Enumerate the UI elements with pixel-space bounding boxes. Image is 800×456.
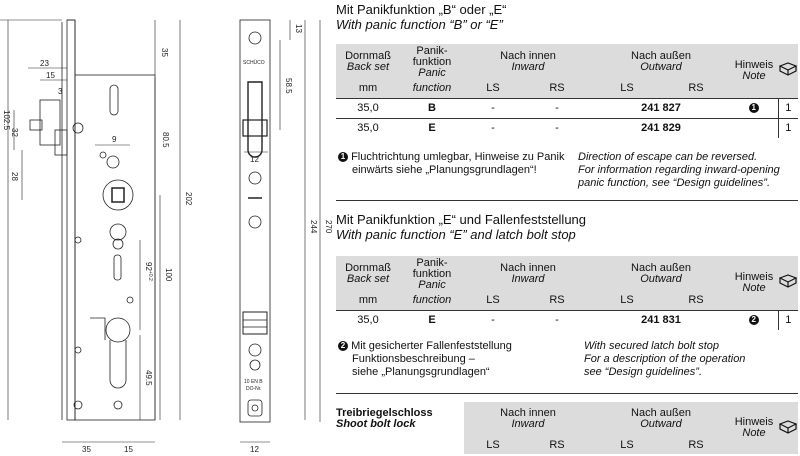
note-badge: 2 xyxy=(748,315,759,326)
dim-102-5: 102.5 xyxy=(2,110,11,131)
section-panic-b-e: Mit Panikfunktion „B“ oder „E“ With pani… xyxy=(336,2,798,32)
dim-15-bottom: 15 xyxy=(124,445,133,454)
dim-23: 23 xyxy=(40,59,49,68)
front-brand: SCHÜCO xyxy=(243,59,265,66)
dimension-lines-front xyxy=(240,20,321,443)
dim-3: 3 xyxy=(58,87,63,96)
dim-32: 32 xyxy=(10,128,19,137)
table-row: 35,0 E - - 241 829 1 xyxy=(336,117,798,138)
dim-270: 270 xyxy=(324,220,332,234)
section1-footnote-en: Direction of escape can be reversed. For… xyxy=(578,151,780,189)
hdr-out-ls: LS xyxy=(592,80,662,98)
front-label-2: DO-Nr. xyxy=(246,386,262,392)
dim-28: 28 xyxy=(10,172,19,181)
dimension-lines-left xyxy=(0,19,181,443)
dim-58-5: 58.5 xyxy=(284,78,293,94)
section2-footnote-de: 2 Mit gesicherter Fallenfeststellung Fun… xyxy=(338,340,512,379)
table-row: 35,0 E - - 241 831 2 1 xyxy=(336,309,798,330)
section1-title-de: Mit Panikfunktion „B“ oder „E“ xyxy=(336,2,507,17)
hdr-unit: mm xyxy=(336,80,400,98)
lock-front-view xyxy=(239,19,271,423)
section3-title: Treibriegelschloss Shoot bolt lock xyxy=(336,402,464,436)
dim-35-top: 35 xyxy=(160,48,169,57)
hdr-in-rs: RS xyxy=(522,80,592,98)
hdr-out-rs: RS xyxy=(662,80,730,98)
divider xyxy=(336,200,798,201)
lock-side-view xyxy=(29,19,156,421)
book-note-icon xyxy=(778,256,798,310)
table-row: 35,0 B - - 241 827 1 1 xyxy=(336,97,798,118)
dim-49-5: 49.5 xyxy=(144,370,153,386)
dim-13: 13 xyxy=(294,24,303,33)
dim-12-bottom: 12 xyxy=(250,445,259,454)
dim-15: 15 xyxy=(46,71,55,80)
section2-title-de: Mit Panikfunktion „E“ und Fallenfeststel… xyxy=(336,212,587,227)
section1-title-en: With panic function “B” or “E” xyxy=(336,17,503,32)
dim-244: 244 xyxy=(309,220,318,234)
note-badge: 1 xyxy=(748,103,759,114)
section1-footnote-de: 1 Fluchtrichtung umlegbar, Hinweise zu P… xyxy=(338,151,564,177)
hdr-in-ls: LS xyxy=(464,80,522,98)
book-note-icon xyxy=(778,44,798,98)
section2-title-en: With panic function “E” and latch bolt s… xyxy=(336,227,576,242)
dim-12-mid: 12 xyxy=(250,155,259,164)
hdr-panic-en2: function xyxy=(400,80,464,98)
divider xyxy=(336,393,798,394)
section2-footnote-en: With secured latch bolt stop For a descr… xyxy=(584,340,746,378)
dim-80-5: 80.5 xyxy=(161,132,170,148)
technical-drawing: 35 23 15 3 102.5 32 28 9 80.5 202 100 92… xyxy=(0,19,332,454)
section3-table: Treibriegelschloss Shoot bolt lock Nach … xyxy=(336,402,798,454)
section-panic-e-latch: Mit Panikfunktion „E“ und Fallenfeststel… xyxy=(336,212,798,242)
front-label-1: 10 EN B xyxy=(244,379,263,385)
book-note-icon xyxy=(778,402,798,454)
dim-35-bottom: 35 xyxy=(82,445,91,454)
dim-100: 100 xyxy=(164,268,173,282)
dim-9: 9 xyxy=(112,135,117,144)
dim-92: 92+0.2 xyxy=(144,262,153,281)
dim-202: 202 xyxy=(184,192,193,206)
